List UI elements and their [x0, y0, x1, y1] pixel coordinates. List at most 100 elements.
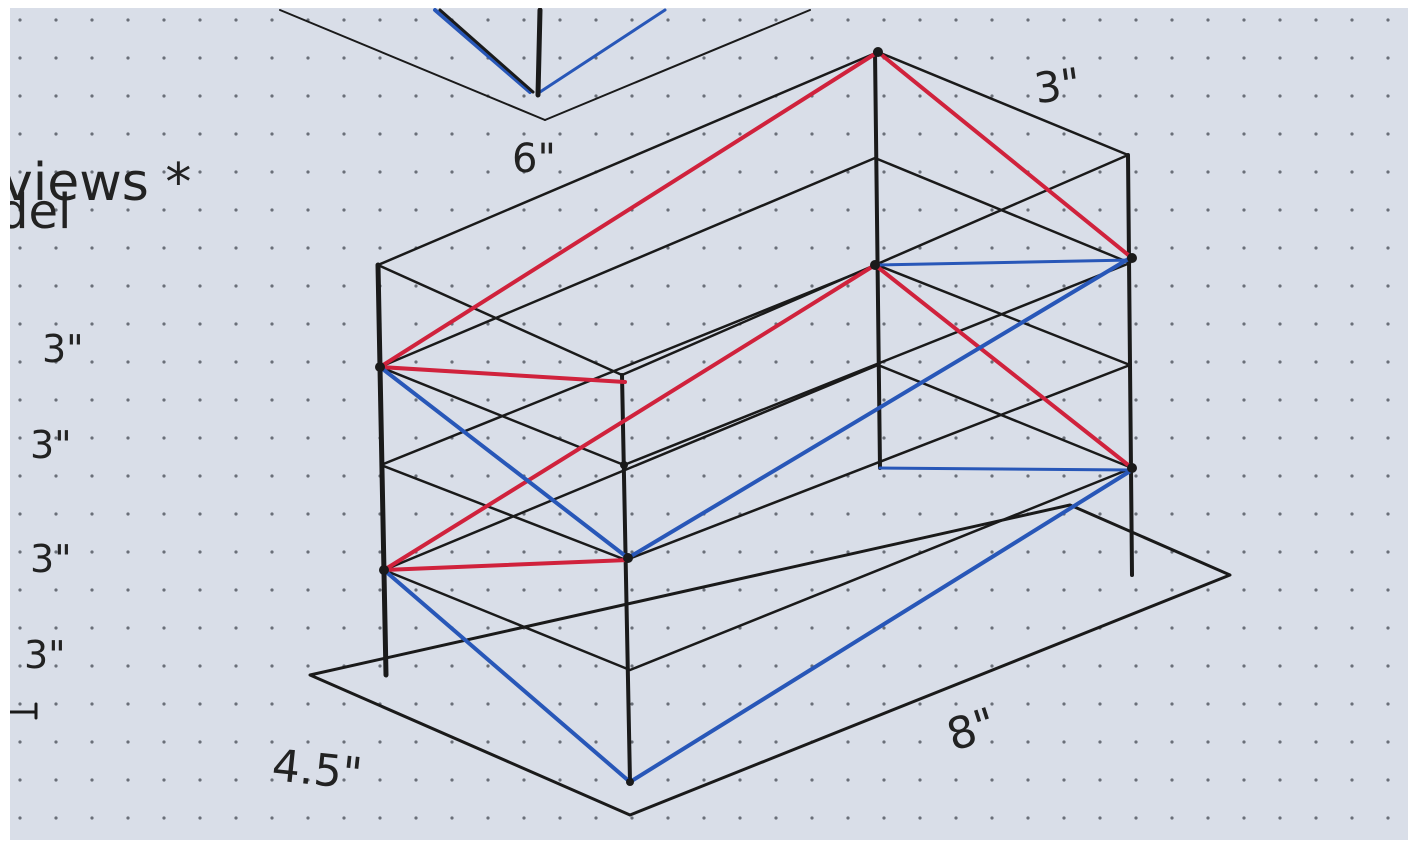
grid-dot [126, 322, 130, 326]
grid-dot [234, 398, 238, 402]
grid-dot [270, 550, 274, 554]
grid-dot [810, 474, 814, 478]
grid-dot [18, 664, 22, 668]
grid-dot [1386, 18, 1390, 22]
grid-dot [54, 626, 58, 630]
grid-dot [234, 702, 238, 706]
grid-dot [126, 550, 130, 554]
grid-dot [702, 474, 706, 478]
grid-dot [342, 588, 346, 592]
grid-dot [1386, 360, 1390, 364]
grid-dot [558, 132, 562, 136]
grid-dot [1134, 322, 1138, 326]
grid-dot [90, 550, 94, 554]
grid-dot [414, 664, 418, 668]
grid-dot [774, 588, 778, 592]
grid-dot [1062, 778, 1066, 782]
grid-dot [738, 132, 742, 136]
grid-dot [990, 360, 994, 364]
grid-dot [1134, 132, 1138, 136]
grid-dot [1206, 664, 1210, 668]
grid-dot [1278, 550, 1282, 554]
grid-dot [270, 94, 274, 98]
grid-dot [126, 132, 130, 136]
grid-dot [738, 18, 742, 22]
grid-dot [198, 94, 202, 98]
isometric-frame-sketch: views * del 6" 3" 3" 3" 3" 3" 4.5" 8" [10, 8, 1390, 820]
grid-dot [234, 18, 238, 22]
grid-dot [18, 18, 22, 22]
grid-dot [1350, 170, 1354, 174]
grid-dot [1062, 322, 1066, 326]
grid-dot [198, 816, 202, 820]
grid-dot [18, 778, 22, 782]
grid-dot [630, 284, 634, 288]
grid-dot [666, 208, 670, 212]
grid-dot [990, 474, 994, 478]
grid-dot [1278, 778, 1282, 782]
grid-dot [198, 284, 202, 288]
grid-dot [378, 550, 382, 554]
grid-dot [1206, 322, 1210, 326]
grid-dot [90, 588, 94, 592]
grid-dot [882, 816, 886, 820]
grid-dot [270, 132, 274, 136]
grid-dot [702, 208, 706, 212]
grid-dot [54, 18, 58, 22]
grid-dot [1314, 740, 1318, 744]
grid-dot [54, 664, 58, 668]
grid-dot [918, 740, 922, 744]
grid-dot [954, 208, 958, 212]
grid-dot [1314, 18, 1318, 22]
grid-dot [1170, 284, 1174, 288]
grid-dot [774, 360, 778, 364]
grid-dot [126, 94, 130, 98]
grid-dot [198, 626, 202, 630]
grid-dot [918, 18, 922, 22]
grid-dot [738, 816, 742, 820]
grid-dot [18, 816, 22, 820]
grid-dot [342, 170, 346, 174]
grid-dot [594, 550, 598, 554]
grid-dot [306, 816, 310, 820]
grid-dot [234, 56, 238, 60]
grid-dot [162, 170, 166, 174]
grid-dot [846, 246, 850, 250]
grid-dot [198, 360, 202, 364]
grid-dot [450, 778, 454, 782]
grid-dot [630, 436, 634, 440]
grid-dot [738, 588, 742, 592]
grid-dot [630, 322, 634, 326]
grid-dot [522, 322, 526, 326]
grid-dot [18, 284, 22, 288]
grid-dot [162, 816, 166, 820]
grid-dot [702, 398, 706, 402]
grid-dot [18, 550, 22, 554]
grid-dot [1170, 702, 1174, 706]
grid-dot [1206, 398, 1210, 402]
grid-dot [738, 56, 742, 60]
grid-dot [198, 170, 202, 174]
grid-dot [1098, 474, 1102, 478]
grid-dot [594, 284, 598, 288]
grid-dot [126, 18, 130, 22]
grid-dot [1098, 360, 1102, 364]
grid-dot [1350, 550, 1354, 554]
grid-dot [18, 94, 22, 98]
floor-3 [378, 156, 1132, 467]
grid-dot [846, 512, 850, 516]
grid-dot [702, 626, 706, 630]
grid-dot [1098, 550, 1102, 554]
grid-dot [666, 702, 670, 706]
grid-dot [846, 436, 850, 440]
grid-dot [1026, 94, 1030, 98]
grid-dot [198, 550, 202, 554]
grid-dot [774, 664, 778, 668]
grid-dot [990, 816, 994, 820]
grid-dot [1062, 132, 1066, 136]
grid-dot [234, 284, 238, 288]
grid-dot [1098, 702, 1102, 706]
grid-dot [198, 398, 202, 402]
grid-dot [1242, 322, 1246, 326]
grid-dot [486, 18, 490, 22]
